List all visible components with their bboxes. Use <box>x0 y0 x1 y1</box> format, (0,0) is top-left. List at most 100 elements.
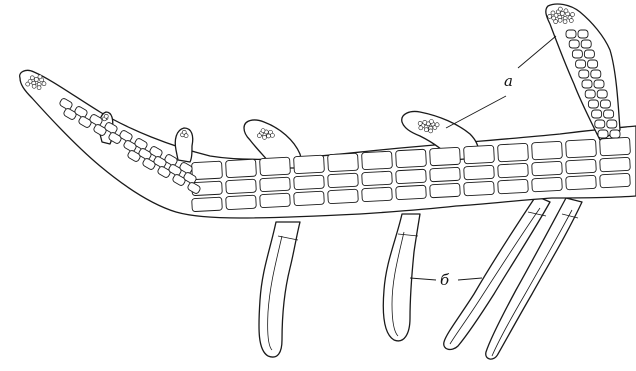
cell-dot <box>38 75 42 79</box>
cell <box>600 100 610 108</box>
cell <box>260 193 291 208</box>
cell <box>430 167 461 182</box>
cell <box>569 40 579 48</box>
cell-dot <box>564 9 568 13</box>
cell <box>532 161 563 176</box>
cell-dot <box>554 20 558 24</box>
cell-dot <box>429 129 433 133</box>
cell <box>566 159 597 174</box>
cell <box>226 195 257 210</box>
cell-dot <box>558 18 562 22</box>
cell <box>578 30 588 38</box>
cell <box>294 191 325 206</box>
cell-dot <box>551 11 555 15</box>
cell <box>579 70 589 78</box>
cell <box>532 141 563 160</box>
cell <box>576 60 586 68</box>
cell <box>566 139 597 158</box>
cell <box>396 185 427 200</box>
cell <box>192 197 223 212</box>
cell <box>572 50 582 58</box>
cell <box>430 147 461 166</box>
cell <box>566 30 576 38</box>
cell-dot <box>30 76 34 80</box>
cell <box>260 177 291 192</box>
cell <box>294 175 325 190</box>
label-a: а <box>504 72 513 90</box>
cell <box>584 50 594 58</box>
cell <box>328 153 359 172</box>
label-b-group: б <box>410 271 482 289</box>
cell <box>588 100 598 108</box>
cell <box>600 137 631 156</box>
cell <box>396 169 427 184</box>
cell-dot <box>423 120 427 124</box>
cell <box>464 181 495 196</box>
cell <box>226 179 257 194</box>
cell <box>600 173 631 188</box>
cell-dot <box>270 133 274 137</box>
cell <box>600 157 631 172</box>
cell <box>610 130 620 138</box>
label-a-group: а <box>446 36 556 128</box>
cell <box>464 165 495 180</box>
cell-dot <box>42 82 46 86</box>
cell-dot <box>563 20 567 24</box>
cell-dot <box>558 7 562 11</box>
cell <box>464 145 495 164</box>
cell-dot <box>267 134 271 138</box>
cell <box>362 187 393 202</box>
cell <box>294 155 325 174</box>
cell-dot <box>429 120 433 124</box>
cell-dot <box>424 128 428 132</box>
cell <box>498 143 529 162</box>
cell <box>566 175 597 190</box>
cell-dot <box>26 82 30 86</box>
label-b: б <box>440 271 450 289</box>
cell <box>592 110 602 118</box>
cell-dot <box>560 11 564 15</box>
cell <box>607 120 617 128</box>
leader-b-1 <box>410 278 436 280</box>
cell <box>362 171 393 186</box>
leader-a-1 <box>446 96 506 128</box>
rhizoid-1 <box>259 222 300 357</box>
cell-dot <box>569 19 573 23</box>
cell <box>328 173 359 188</box>
cell-dot <box>263 135 267 139</box>
cell-dot <box>32 84 36 88</box>
cell-dot <box>571 13 575 17</box>
cell <box>581 40 591 48</box>
rhizoids <box>259 196 582 359</box>
cell <box>498 179 529 194</box>
cell <box>260 157 291 176</box>
cell <box>328 189 359 204</box>
leader-a-2 <box>518 36 556 68</box>
leader-b-2 <box>458 278 482 280</box>
cell-dot <box>37 86 41 90</box>
cell <box>597 90 607 98</box>
cell <box>604 110 614 118</box>
cell <box>430 183 461 198</box>
cell <box>598 130 608 138</box>
cell <box>595 120 605 128</box>
cell-dot <box>104 114 108 118</box>
cell <box>582 80 592 88</box>
cell <box>498 163 529 178</box>
cell-dot <box>418 121 422 125</box>
cell-dot <box>34 77 38 81</box>
cell-dot <box>261 129 265 133</box>
cell <box>226 159 257 178</box>
cell <box>396 149 427 168</box>
cell <box>591 70 601 78</box>
cell-dot <box>419 126 423 130</box>
cell <box>594 80 604 88</box>
cell <box>362 151 393 170</box>
cell-dot <box>548 14 552 18</box>
cell <box>532 177 563 192</box>
cell <box>585 90 595 98</box>
cell-dot <box>435 123 439 127</box>
cell-dot <box>184 134 188 138</box>
